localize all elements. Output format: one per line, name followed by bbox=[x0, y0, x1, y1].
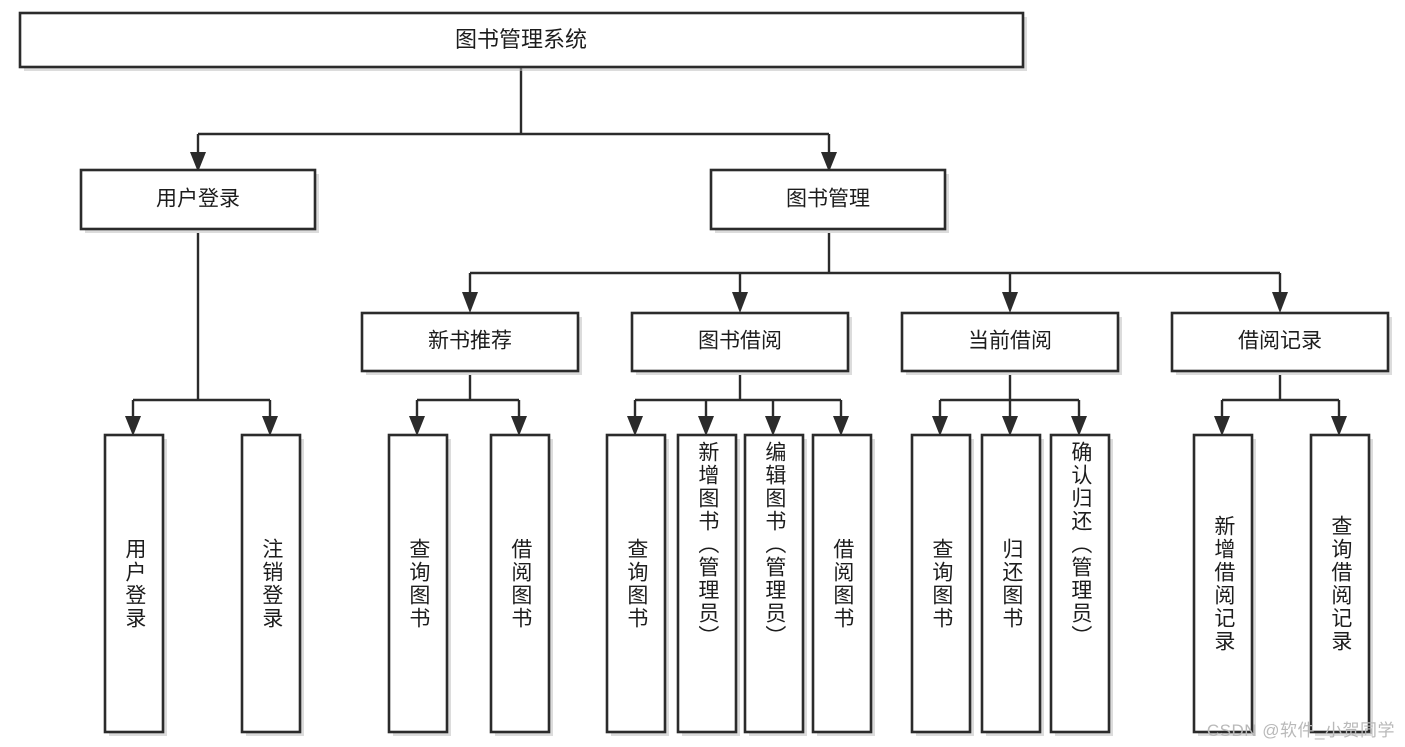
arrow-to-current-borrow bbox=[1002, 292, 1018, 313]
leaf-box-book-borrow-3[interactable] bbox=[743, 433, 805, 734]
arrow-newbook-leaf1 bbox=[409, 416, 425, 436]
leaf-box-book-borrow-4[interactable] bbox=[811, 433, 873, 734]
arrow-to-book-borrow bbox=[732, 292, 748, 313]
arrow-bookborrow-leaf1 bbox=[627, 416, 643, 436]
leaf-box-new-book-2[interactable] bbox=[489, 433, 551, 734]
leaf-box-book-borrow-1[interactable] bbox=[605, 433, 667, 734]
book-manage-node-box[interactable] bbox=[709, 168, 947, 231]
root-node-box[interactable] bbox=[18, 11, 1025, 69]
csdn-watermark: CSDN @软件_小贺同学 bbox=[1206, 721, 1395, 740]
book-borrow-node-label: 图书借阅 bbox=[698, 330, 782, 353]
arrow-newbook-leaf2 bbox=[511, 416, 527, 436]
arrow-root-to-user-login bbox=[190, 152, 206, 172]
leaf-box-current-borrow-2[interactable] bbox=[980, 433, 1042, 734]
node-layer: 图书管理系统 用户登录 图书管理 新书推荐 图书借阅 当前借阅 借阅记录 bbox=[18, 11, 1392, 736]
leaf-box-current-borrow-3[interactable] bbox=[1049, 433, 1111, 734]
arrow-bookborrow-leaf4 bbox=[833, 416, 849, 436]
arrow-bookborrow-leaf2 bbox=[698, 416, 714, 436]
new-book-node-box[interactable] bbox=[360, 311, 580, 373]
leaf-box-current-borrow-1[interactable] bbox=[910, 433, 972, 734]
leaf-box-user-login-1[interactable] bbox=[103, 433, 165, 734]
leaf-box-borrow-record-1[interactable] bbox=[1192, 433, 1254, 734]
current-borrow-node-box[interactable] bbox=[900, 311, 1120, 373]
new-book-node-label: 新书推荐 bbox=[428, 330, 512, 353]
root-node-label: 图书管理系统 bbox=[455, 27, 587, 52]
user-login-node-box[interactable] bbox=[79, 168, 317, 231]
leaf-box-borrow-record-2[interactable] bbox=[1309, 433, 1371, 734]
arrow-currentborrow-leaf3 bbox=[1071, 416, 1087, 436]
current-borrow-node-label: 当前借阅 bbox=[968, 330, 1052, 353]
arrow-borrowrecord-leaf1 bbox=[1214, 416, 1230, 436]
arrow-to-new-book bbox=[462, 292, 478, 313]
arrow-root-to-book-manage bbox=[821, 152, 837, 172]
arrow-currentborrow-leaf1 bbox=[932, 416, 948, 436]
borrow-record-node-box[interactable] bbox=[1170, 311, 1390, 373]
arrow-userlogin-leaf1 bbox=[125, 416, 141, 436]
leaf-box-user-login-2[interactable] bbox=[240, 433, 302, 734]
arrow-userlogin-leaf2 bbox=[262, 416, 278, 436]
leaf-box-new-book-1[interactable] bbox=[387, 433, 449, 734]
borrow-record-node-label: 借阅记录 bbox=[1238, 330, 1322, 353]
user-login-node-label: 用户登录 bbox=[156, 188, 240, 211]
connector-layer bbox=[125, 67, 1347, 436]
book-manage-node-label: 图书管理 bbox=[786, 188, 870, 211]
book-borrow-node-box[interactable] bbox=[630, 311, 850, 373]
arrow-to-borrow-record bbox=[1272, 292, 1288, 313]
leaf-box-book-borrow-2[interactable] bbox=[676, 433, 738, 734]
arrow-bookborrow-leaf3 bbox=[765, 416, 781, 436]
arrow-borrowrecord-leaf2 bbox=[1331, 416, 1347, 436]
arrow-currentborrow-leaf2 bbox=[1002, 416, 1018, 436]
